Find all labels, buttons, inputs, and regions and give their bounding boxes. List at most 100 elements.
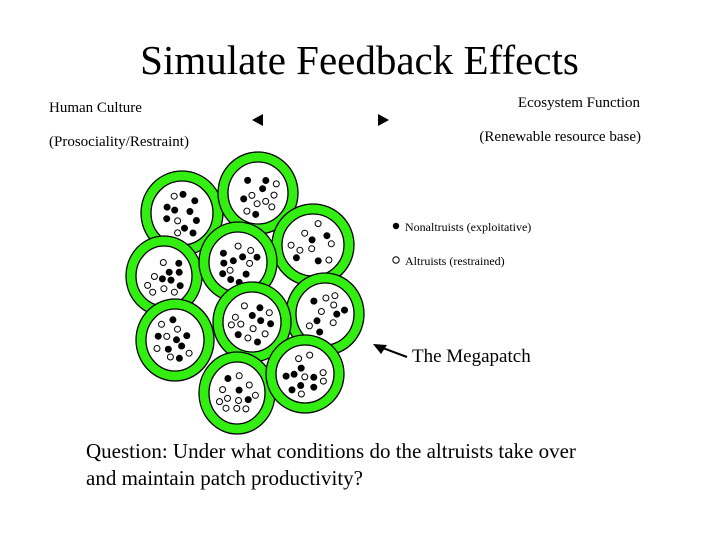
altruist-dot (166, 353, 174, 361)
altruist-dot (216, 398, 223, 406)
altruist-dot (247, 247, 255, 254)
patch (198, 351, 276, 435)
question-line-1: Question: Under what conditions do the a… (86, 439, 576, 463)
question-line-2: and maintain patch productivity? (86, 466, 363, 490)
altruist-dot (301, 373, 309, 381)
altruist-dot (331, 292, 339, 300)
nonaltruist-dot (341, 306, 348, 314)
nonaltruist-dot (178, 342, 186, 350)
altruist-dot (262, 197, 270, 205)
altruist-dot (261, 330, 269, 338)
nonaltruist-dot (257, 317, 265, 325)
altruist-dot (330, 301, 338, 309)
altruist-dot (265, 309, 273, 317)
altruist-dot (314, 220, 322, 228)
altruist-dot (163, 332, 171, 340)
nonaltruist-legend-dot (392, 222, 400, 230)
nonaltruist-dot (176, 282, 184, 290)
patch-interior (150, 180, 214, 246)
human-culture-label: Human Culture (49, 100, 142, 116)
left-arrow-icon (252, 114, 263, 126)
nonaltruist-dot (186, 208, 194, 215)
patch (217, 151, 299, 235)
patch (265, 334, 345, 414)
nonaltruist-dot (224, 375, 232, 382)
altruist-dot (150, 273, 158, 280)
nonaltruist-dot (253, 253, 261, 261)
altruist-dot (243, 207, 251, 215)
patch (212, 281, 292, 363)
nonaltruist-dot (290, 370, 298, 378)
altruist-dot (249, 325, 257, 333)
nonaltruist-dot (288, 386, 296, 394)
nonaltruist-dot (244, 176, 252, 184)
nonaltruist-dot (158, 275, 166, 283)
nonaltruist-dot (181, 224, 188, 232)
question-text: Question: Under what conditions do the a… (86, 438, 576, 492)
patch-cluster (125, 151, 365, 435)
legend-altruists: Altruists (restrained) (405, 254, 505, 268)
nonaltruist-dot (310, 373, 318, 381)
altruist-dot (237, 320, 245, 328)
altruist-dot (235, 372, 243, 380)
nonaltruist-dot (297, 382, 305, 389)
nonaltruist-dot (333, 310, 341, 318)
nonaltruist-dot (164, 345, 172, 353)
nonaltruist-dot (308, 236, 316, 244)
human-culture-sub-label: (Prosociality/Restraint) (49, 134, 189, 150)
altruist-dot (149, 288, 157, 296)
nonaltruist-dot (314, 257, 322, 265)
nonaltruist-dot (179, 190, 187, 198)
altruist-dot (170, 288, 178, 296)
nonaltruist-dot (154, 332, 162, 340)
patch (125, 235, 203, 317)
altruist-dot (234, 242, 242, 250)
nonaltruist-dot (282, 372, 290, 380)
nonaltruist-dot (219, 270, 227, 278)
nonaltruist-dot (310, 383, 318, 391)
altruist-dot (226, 266, 234, 274)
nonaltruist-dot (191, 197, 199, 205)
nonaltruist-dot (244, 396, 252, 404)
altruist-dot (245, 381, 253, 389)
nonaltruist-dot (227, 276, 235, 283)
altruist-dot (185, 349, 193, 357)
nonaltruist-dot (240, 195, 248, 203)
nonaltruist-dot (252, 210, 260, 218)
altruist-dot (153, 345, 161, 352)
nonaltruist-dot (171, 206, 179, 214)
nonaltruist-dot (267, 320, 275, 328)
altruist-dot (242, 405, 250, 413)
nonaltruist-dot (297, 364, 305, 372)
nonaltruist-dot (234, 331, 242, 339)
altruist-dot (251, 391, 259, 399)
nonaltruist-dot (229, 257, 237, 265)
right-arrow-icon (378, 114, 389, 126)
nonaltruist-dot (259, 185, 267, 193)
altruist-dot (158, 320, 165, 328)
ecosystem-function-sub-label: (Renewable resource base) (479, 129, 641, 145)
nonaltruist-dot (313, 317, 321, 325)
altruist-dot (272, 180, 280, 188)
altruist-dot (144, 281, 152, 289)
nonaltruist-dot (219, 249, 227, 257)
altruist-dot (174, 217, 182, 225)
patch (135, 298, 215, 382)
nonaltruist-dot (167, 276, 175, 284)
altruist-dot (301, 229, 309, 237)
altruist-dot (329, 319, 337, 327)
altruist-dot (295, 355, 303, 363)
altruist-dot (244, 334, 252, 342)
altruist-dot (248, 191, 256, 199)
nonaltruist-dot (220, 259, 228, 267)
nonaltruist-dot (175, 354, 183, 362)
nonaltruist-dot (323, 232, 331, 240)
megapatch-label: The Megapatch (412, 346, 531, 367)
altruist-dot (240, 302, 248, 310)
nonaltruist-dot (262, 177, 270, 184)
nonaltruist-dot (175, 259, 183, 267)
altruist-dot (231, 313, 239, 321)
altruist-dot (268, 203, 276, 211)
nonaltruist-dot (316, 328, 324, 336)
